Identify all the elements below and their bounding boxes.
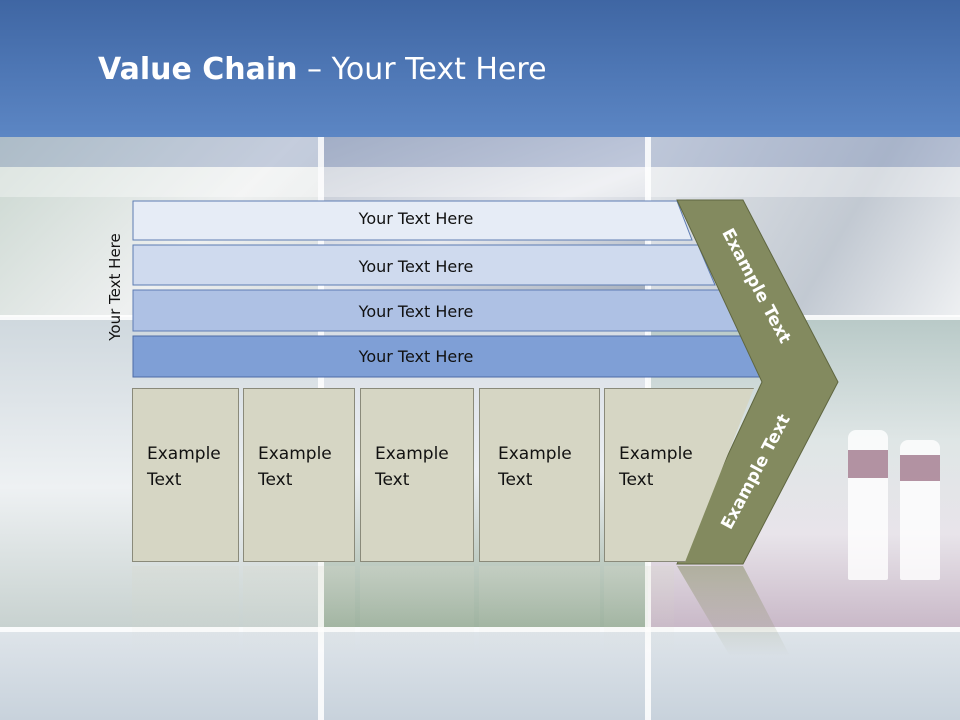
chain-row-3-label: Your Text Here xyxy=(358,302,474,321)
background-detail xyxy=(848,450,888,478)
chevron-arrow[interactable] xyxy=(676,199,839,565)
box-line: Text xyxy=(258,470,293,490)
box-reflection xyxy=(243,566,355,654)
box-line: Text xyxy=(375,470,410,490)
chain-row-1[interactable] xyxy=(132,200,693,241)
chain-row-4-label: Your Text Here xyxy=(358,347,474,366)
title-rest: – Your Text Here xyxy=(297,52,547,87)
box-line: Example xyxy=(258,444,332,464)
box-line: Text xyxy=(619,470,654,490)
photo-divider xyxy=(0,627,960,632)
background-band xyxy=(0,137,960,167)
side-label: Your Text Here xyxy=(106,233,124,341)
chain-row-2-label: Your Text Here xyxy=(358,257,474,276)
box-reflection xyxy=(132,566,239,654)
slide-header: Value Chain – Your Text Here xyxy=(0,0,960,137)
box-reflection xyxy=(360,566,474,654)
background-detail xyxy=(900,455,940,481)
box-line: Example xyxy=(619,444,693,464)
box-reflection xyxy=(479,566,600,654)
box-line: Text xyxy=(498,470,533,490)
background-band xyxy=(0,167,960,197)
box-reflection xyxy=(604,566,674,654)
chain-row-1-label: Your Text Here xyxy=(358,209,474,228)
box-line: Example xyxy=(375,444,449,464)
chain-row-2[interactable] xyxy=(132,244,716,286)
title-bold: Value Chain xyxy=(98,52,298,87)
background-photo xyxy=(0,627,960,720)
box-line: Text xyxy=(147,470,182,490)
box-line: Example xyxy=(498,444,572,464)
box-line: Example xyxy=(147,444,221,464)
chevron-reflection xyxy=(677,566,790,656)
slide-title: Value Chain – Your Text Here xyxy=(98,52,547,87)
